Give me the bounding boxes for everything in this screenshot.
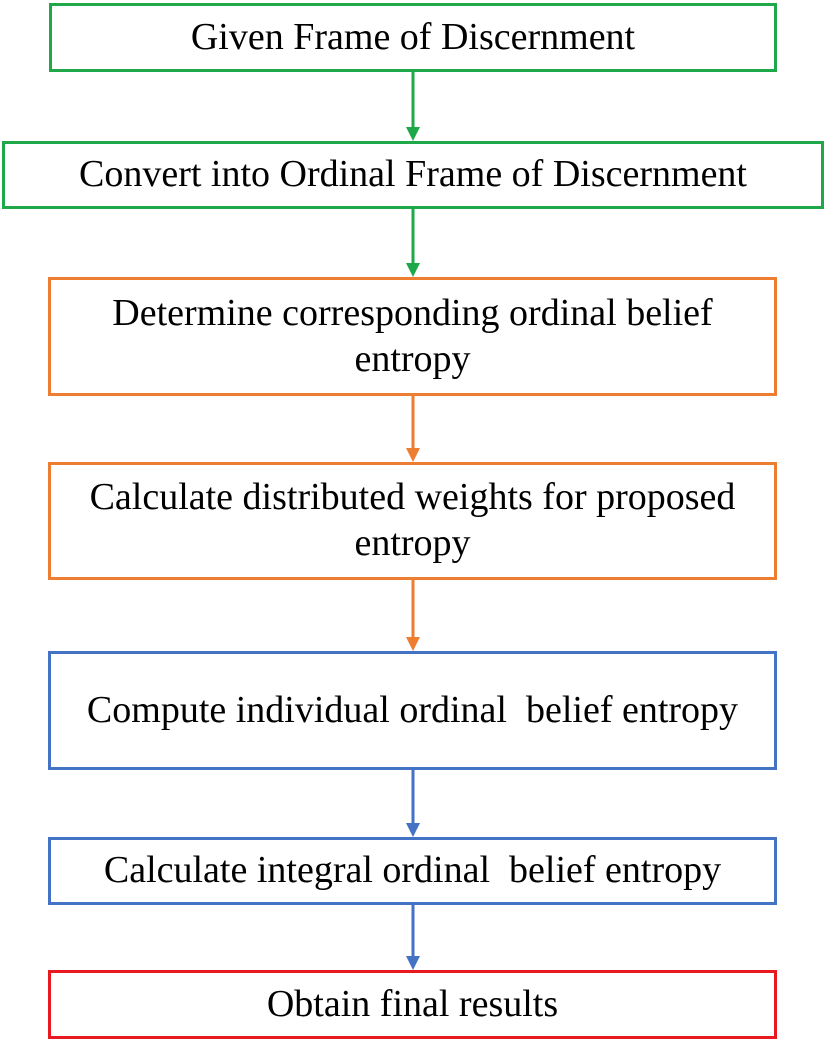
step-box-determine-ordinal-belief-entropy: Determine corresponding ordinal belief e… bbox=[48, 277, 777, 396]
step-label: Convert into Ordinal Frame of Discernmen… bbox=[78, 153, 747, 196]
step-box-compute-individual-entropy: Compute individual ordinal belief entrop… bbox=[48, 651, 777, 770]
step-box-convert-ordinal-frame: Convert into Ordinal Frame of Discernmen… bbox=[2, 141, 824, 209]
step-box-calculate-integral-entropy: Calculate integral ordinal belief entrop… bbox=[48, 837, 777, 905]
arrow-1 bbox=[406, 72, 420, 141]
step-label: Calculate integral ordinal belief entrop… bbox=[103, 849, 722, 892]
arrow-6 bbox=[406, 905, 420, 970]
arrow-5 bbox=[406, 770, 420, 837]
arrow-2 bbox=[406, 209, 420, 277]
step-label: Compute individual ordinal belief entrop… bbox=[86, 688, 739, 731]
step-label: Determine corresponding ordinal belief e… bbox=[112, 291, 723, 380]
step-box-given-frame: Given Frame of Discernment bbox=[49, 3, 777, 72]
arrow-4 bbox=[406, 580, 420, 651]
step-label: Obtain final results bbox=[266, 982, 559, 1025]
step-label: Calculate distributed weights for propos… bbox=[89, 476, 745, 564]
step-box-calculate-distributed-weights: Calculate distributed weights for propos… bbox=[48, 462, 777, 580]
step-box-obtain-final-results: Obtain final results bbox=[48, 970, 777, 1039]
step-label: Given Frame of Discernment bbox=[190, 15, 636, 58]
arrow-3 bbox=[406, 396, 420, 462]
